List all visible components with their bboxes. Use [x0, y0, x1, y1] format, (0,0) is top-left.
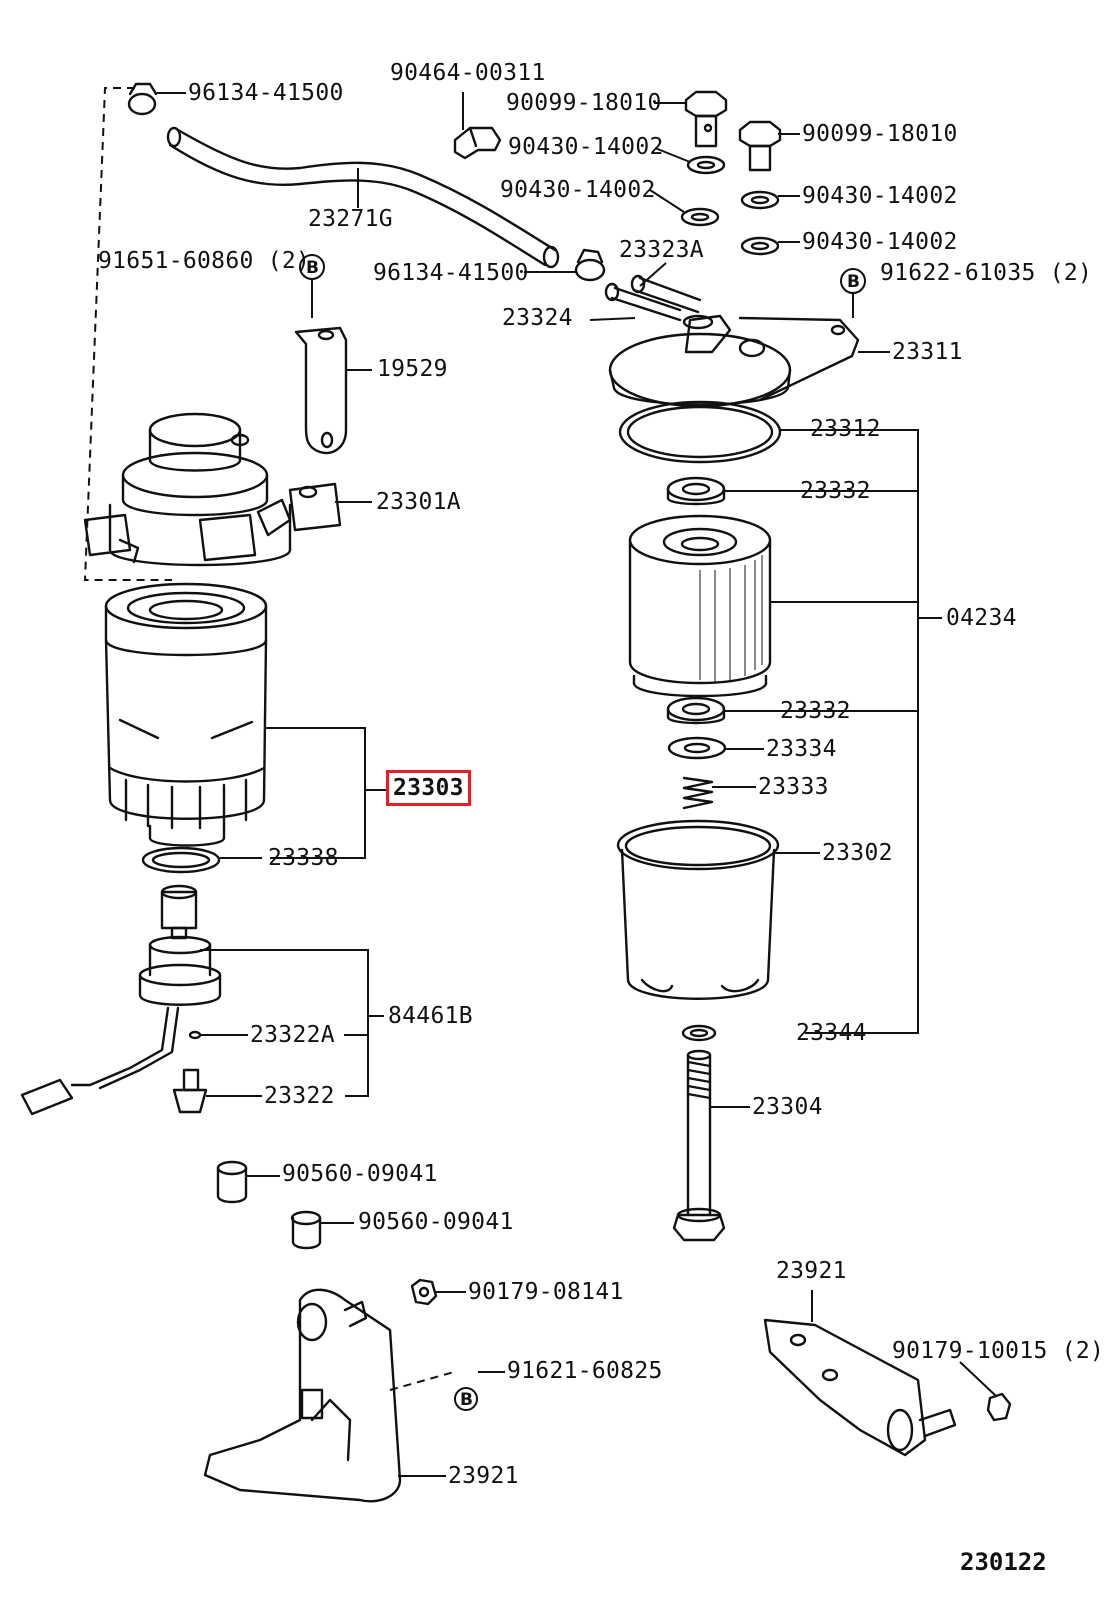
- label-90179-08141: 90179-08141: [468, 1279, 624, 1305]
- gasket-23344: [681, 1024, 717, 1042]
- center-bolt-23304: [672, 1049, 726, 1242]
- label-91621-60825: 91621-60825: [507, 1358, 663, 1384]
- seal-23332-upper: [666, 476, 726, 502]
- label-23333: 23333: [758, 774, 829, 800]
- union-bolt-1: [684, 90, 728, 148]
- nut-90179-08141: [410, 1278, 438, 1306]
- b-badge-left-text: B: [306, 258, 319, 278]
- fuel-hose-upper: [176, 128, 557, 252]
- filter-element-23303: [104, 582, 268, 847]
- union-bolt-2: [738, 120, 782, 172]
- label-23334: 23334: [766, 736, 837, 762]
- label-23338: 23338: [268, 845, 339, 871]
- label-23323a: 23323A: [619, 237, 704, 263]
- drain-plug-23322: [172, 1068, 208, 1114]
- label-90099-18010-b: 90099-18010: [802, 121, 958, 147]
- bracket-23921-right: [763, 1318, 1012, 1457]
- label-23322: 23322: [264, 1083, 335, 1109]
- label-23332-a: 23332: [800, 478, 871, 504]
- label-23311: 23311: [892, 339, 963, 365]
- label-90430-14002-c: 90430-14002: [802, 183, 958, 209]
- label-90099-18010-a: 90099-18010: [506, 90, 662, 116]
- label-04234: 04234: [946, 605, 1017, 631]
- diagram-code: 230122: [960, 1548, 1047, 1576]
- label-84461b: 84461B: [388, 1003, 473, 1029]
- bracket-23921-lower: [203, 1288, 402, 1503]
- filter-head-23311: [604, 274, 860, 408]
- bowl-23302: [616, 819, 780, 1000]
- bracket-19529: [294, 326, 348, 455]
- oring-23322a: [188, 1030, 202, 1040]
- label-90430-14002-d: 90430-14002: [802, 229, 958, 255]
- label-91651-60860: 91651-60860 (2): [98, 248, 311, 274]
- spacer-2: [290, 1210, 322, 1250]
- washer-23334: [667, 736, 727, 760]
- label-23921-a: 23921: [776, 1258, 847, 1284]
- b-badge-bottom: [454, 1387, 478, 1411]
- label-23312: 23312: [810, 416, 881, 442]
- clip-90464: [453, 126, 502, 160]
- label-19529: 19529: [377, 356, 448, 382]
- label-23271g: 23271G: [308, 206, 393, 232]
- label-23324: 23324: [502, 305, 573, 331]
- oring-23312: [618, 400, 782, 464]
- b-badge-bottom-text: B: [460, 1390, 473, 1410]
- label-23322a: 23322A: [250, 1022, 335, 1048]
- label-23344: 23344: [796, 1020, 867, 1046]
- b-badge-right-text: B: [847, 272, 860, 292]
- label-90560-09041-b: 90560-09041: [358, 1209, 514, 1235]
- label-23301a: 23301A: [376, 489, 461, 515]
- label-23303-highlighted: 23303: [386, 770, 471, 806]
- filter-element-04234: [628, 514, 772, 698]
- label-90560-09041-a: 90560-09041: [282, 1161, 438, 1187]
- fuel-hose-lower: [168, 143, 547, 267]
- label-96134-41500-mid: 96134-41500: [373, 260, 529, 286]
- hose-clamp-top: [127, 82, 158, 116]
- label-90430-14002-b: 90430-14002: [500, 177, 656, 203]
- label-23921-b: 23921: [448, 1463, 519, 1489]
- label-90179-10015: 90179-10015 (2): [892, 1338, 1104, 1364]
- oring-23338: [141, 846, 221, 874]
- spacer-1: [216, 1160, 248, 1204]
- filter-head-23301a: [83, 412, 342, 567]
- leader-lines: [155, 92, 997, 1477]
- label-23332-b: 23332: [780, 698, 851, 724]
- label-96134-41500-top: 96134-41500: [188, 80, 344, 106]
- spring-23333: [682, 776, 714, 810]
- hose-clamp-mid: [574, 248, 606, 282]
- label-90430-14002-a: 90430-14002: [508, 134, 664, 160]
- seal-23332-lower: [666, 696, 726, 722]
- label-23304: 23304: [752, 1094, 823, 1120]
- label-90464-00311: 90464-00311: [390, 60, 546, 86]
- label-23302: 23302: [822, 840, 893, 866]
- sensor-84461b: [20, 884, 222, 1116]
- assembly-dash-line: [83, 87, 172, 581]
- label-91622-61035: 91622-61035 (2): [880, 260, 1093, 286]
